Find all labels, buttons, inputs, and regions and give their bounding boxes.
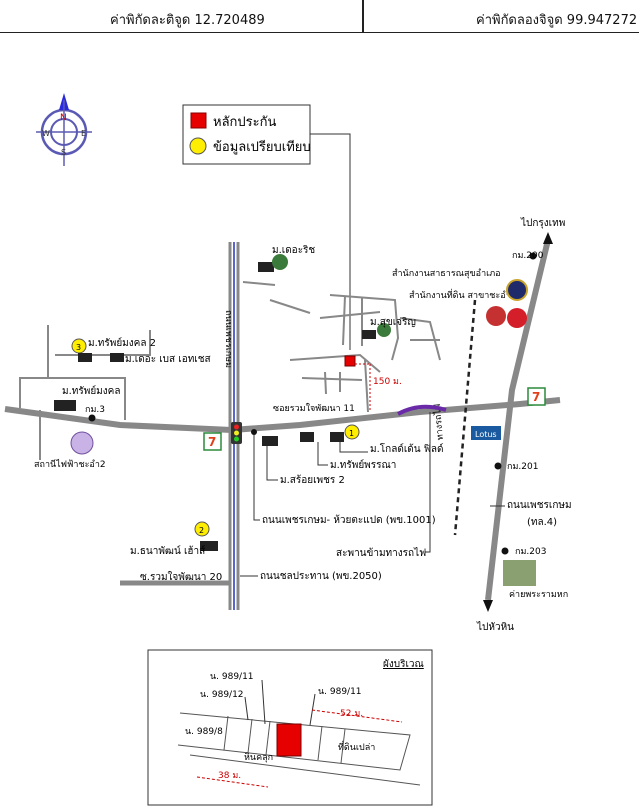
house-icon-sap-phanna (300, 432, 314, 442)
subdivision-grid (242, 281, 441, 413)
house-icon-saroi (262, 436, 278, 446)
seven-eleven-icon-2 (203, 432, 222, 451)
lot-989-11b-label: น. 989/11 (318, 687, 362, 697)
lotus-store-icon (471, 426, 501, 440)
legend-comparison-label: ข้อมูลเปรียบเทียบ (213, 139, 311, 155)
km3-label: กม.3 (85, 405, 105, 415)
comparison-marker-2 (194, 521, 210, 537)
lot-989-11a-label: น. 989/11 (210, 672, 254, 682)
svg-text:7: 7 (208, 435, 216, 449)
sap-mongkol-label: ม.ทรัพย์มงคล (62, 385, 120, 397)
road-1001-label: ถนนเพชรเกษม- ห้วยตะแปด (พข.1001) (262, 514, 436, 526)
cocacola-logo-icon (507, 308, 527, 328)
distance-52-label: 52 ม. (340, 709, 363, 719)
compass-w: W (42, 129, 50, 138)
route4-label: (ทล.4) (527, 517, 557, 528)
latitude-label: ค่าพิกัดละติจูด 12.720489 (110, 13, 265, 28)
land-office-label: สำนักงานที่ดิน สาขาชะอำ (409, 288, 511, 301)
house-icon-suksiri (362, 323, 391, 339)
house-icon-golden (330, 432, 344, 442)
compass-n: N (60, 113, 67, 123)
office-emblem-icon (506, 279, 528, 301)
house-icon-sap-mongkol (54, 400, 76, 411)
svg-text:1: 1 (349, 429, 354, 438)
legend-collateral-swatch (190, 112, 207, 129)
main-road-horizontal (4, 397, 561, 434)
overpass-arc (397, 404, 447, 416)
lot-989-12-label: น. 989/12 (200, 690, 244, 700)
sap-mongkol2-label: ม.ทรัพย์มงคล 2 (88, 337, 156, 349)
compass-rose-icon: N S E W (36, 93, 92, 166)
office-logo-icon (486, 306, 506, 326)
camp-label: ค่ายพระรามหก (509, 590, 568, 600)
railway-line (453, 299, 477, 536)
vertical-road-label: ถนนเพชรเกษม (223, 310, 233, 368)
plot-collateral-marker (276, 723, 302, 757)
petchkasem-road-label: ถนนเพชรเกษม (507, 500, 572, 511)
camp-photo (503, 560, 536, 586)
suksiri-label: ม.สุขเจริญ (370, 317, 416, 328)
legend-comparison-swatch (189, 137, 207, 155)
longitude-label: ค่าพิกัดลองจิจูด 99.947272 (476, 13, 638, 28)
to-bangkok-label: ไปกรุงเทพ (520, 217, 565, 229)
km200-label: กม.200 (512, 251, 544, 261)
seven-eleven-icon (527, 387, 546, 406)
km201-label: กม.201 (507, 462, 538, 472)
svg-text:Lotus: Lotus (475, 430, 497, 439)
district-office-label: สำนักงานสาธารณสุขอำเภอ (392, 268, 501, 279)
power-station-icon (70, 431, 94, 455)
road-2050-label: ถนนชลประทาน (พข.2050) (260, 571, 382, 582)
house-icon-the-rich (258, 254, 288, 272)
distance-38-label: 38 ม. (218, 771, 241, 781)
golden-field-label: ม.โกลด์เด้น ฟิลด์ (370, 442, 443, 455)
legend-collateral-label: หลักประกัน (213, 115, 276, 130)
the-rich-label: ม.เดอะริช (272, 245, 315, 256)
header-divider (362, 0, 364, 32)
distance-150-label: 150 ม. (373, 377, 402, 387)
overpass-label: สะพานข้ามทางรถไฟ (336, 547, 426, 559)
petchkasem-highway (485, 239, 551, 601)
laterite-road-label: หินคลุก (244, 752, 273, 763)
sap-phanna-label: ม.ทรัพย์พรรณา (330, 459, 396, 471)
thanaphat-label: ม.ธนาพัฒน์ เฮ้าส์ (130, 545, 205, 557)
comparison-marker-1 (344, 424, 360, 440)
to-huahin-label: ไปหัวหิน (476, 621, 514, 633)
compass-s: S (61, 148, 66, 157)
collateral-marker (344, 355, 356, 367)
empty-land-label: ที่ดินเปล่า (338, 740, 375, 753)
svg-text:3: 3 (76, 343, 81, 352)
plot-plan-title: ผังบริเวณ (383, 659, 424, 670)
the-base-label: ม.เดอะ เบส เอทเชส (125, 354, 211, 365)
coordinates-header: ค่าพิกัดละติจูด 12.720489 ค่าพิกัดลองจิจ… (0, 0, 639, 33)
railway-label: ทางรถไฟ (432, 403, 446, 440)
lot-989-8-label: น. 989/8 (185, 727, 223, 737)
legend: หลักประกัน ข้อมูลเปรียบเทียบ (182, 104, 311, 165)
saroi-phet2-label: ม.สร้อยเพชร 2 (280, 474, 345, 486)
km203-label: กม.203 (515, 547, 546, 557)
compass-e: E (81, 129, 86, 138)
power-station-label: สถานีไฟฟ้าชะอำ2 (34, 459, 106, 470)
svg-text:7: 7 (532, 390, 540, 404)
soi-rawm-20-label: ซ.รวมใจพัฒนา 20 (140, 571, 222, 583)
svg-text:2: 2 (199, 526, 204, 535)
house-icon-thanaphat (200, 541, 218, 551)
soi-rawm-11-label: ซอยรวมใจพัฒนา 11 (273, 403, 355, 414)
plot-plan: ผังบริเวณ น. 989/11 น. 989/12 น. 989/11 … (147, 649, 433, 806)
